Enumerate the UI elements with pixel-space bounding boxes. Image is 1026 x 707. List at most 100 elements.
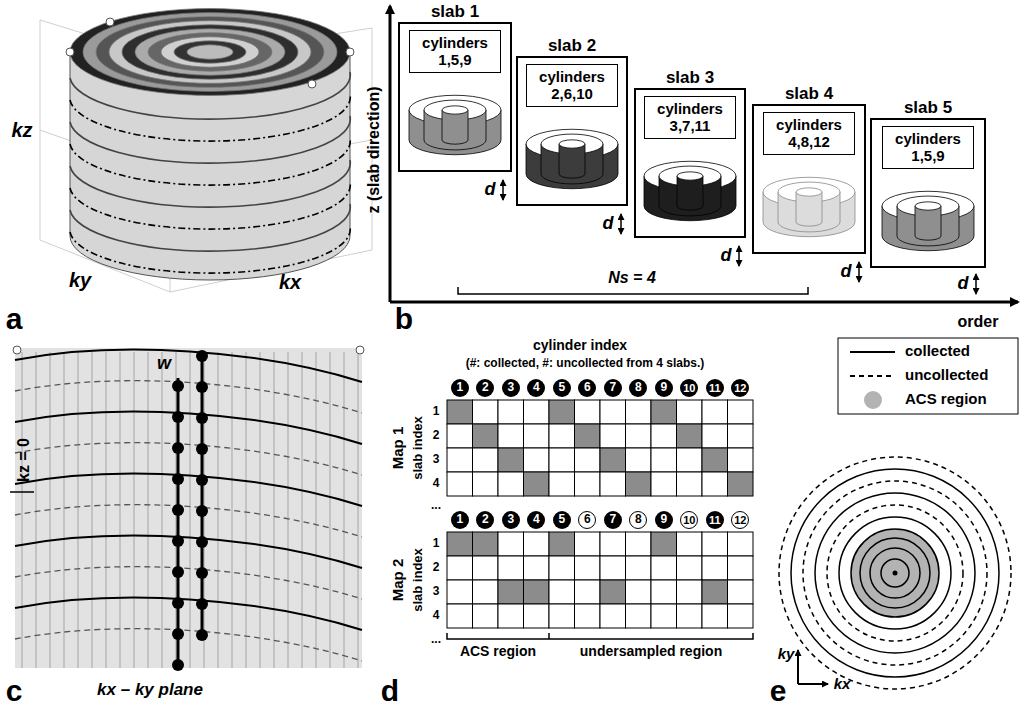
map-cell <box>498 604 524 628</box>
cylinder-list: cylinders 4,8,12 <box>763 112 855 155</box>
grid-line <box>64 352 65 668</box>
map-cell <box>728 532 754 556</box>
ring <box>803 481 987 665</box>
dimension: d <box>958 274 969 294</box>
map-cell <box>575 532 601 556</box>
axis <box>389 6 392 302</box>
map-cell <box>447 448 473 472</box>
cylinder-top <box>442 106 468 114</box>
grid-line <box>78 352 79 668</box>
row-label: 1 <box>433 405 440 418</box>
map-cell <box>728 400 754 424</box>
dimension: d <box>841 262 852 282</box>
map-cell <box>473 556 499 580</box>
slab-box: slab 5cylinders 1,5,9 <box>870 118 986 268</box>
row-label: 3 <box>433 453 440 466</box>
row-label: 2 <box>433 561 440 574</box>
marker-dot <box>346 48 354 56</box>
map-cell <box>600 580 626 604</box>
map-title: Map 2 <box>390 559 407 602</box>
cylinder-index: 12 <box>731 511 749 529</box>
sample-dot <box>172 504 184 516</box>
grid-line <box>120 352 121 668</box>
map-cell <box>473 532 499 556</box>
grid-line <box>358 352 359 668</box>
map-cell <box>728 472 754 496</box>
legend-line <box>850 351 895 353</box>
ring <box>791 469 999 677</box>
row-label: 4 <box>433 609 440 622</box>
slab-title: slab 2 <box>518 36 626 56</box>
helix-line <box>15 412 362 444</box>
ring <box>860 538 930 608</box>
map-cell <box>626 532 652 556</box>
sample-dot <box>196 381 208 393</box>
axis <box>390 301 1018 304</box>
ring <box>187 45 233 59</box>
cylinder-top <box>677 172 703 180</box>
helix-line <box>15 567 362 599</box>
panel-letter: a <box>6 302 23 335</box>
map-cell <box>498 472 524 496</box>
tick <box>10 491 34 493</box>
grid-line <box>148 352 149 668</box>
sample-dot <box>172 597 184 609</box>
map-cell <box>498 532 524 556</box>
panel-letter: e <box>770 674 787 707</box>
marker-dot <box>106 18 114 26</box>
map-cell <box>728 556 754 580</box>
cylinder-index: 10 <box>680 379 698 397</box>
map-cell <box>524 472 550 496</box>
cylinder-index: 8 <box>629 379 647 397</box>
cylinder-top <box>915 202 941 210</box>
readout-line <box>201 352 204 640</box>
grid-line <box>274 352 275 668</box>
cylinder-index: 2 <box>476 511 494 529</box>
axis-label: kz = 0 <box>15 438 33 482</box>
map-cell <box>549 556 575 580</box>
bracket <box>458 287 808 294</box>
map-cell <box>702 424 728 448</box>
map-cell <box>600 604 626 628</box>
ring <box>815 493 975 653</box>
slab-title: slab 4 <box>754 84 864 104</box>
map-cell <box>626 556 652 580</box>
panel-letter: c <box>6 674 23 707</box>
slab-title: slab 1 <box>400 2 510 22</box>
helix-line <box>70 94 350 141</box>
cylinder-index: 11 <box>706 379 724 397</box>
map-cell <box>447 532 473 556</box>
axis-title: kx – ky plane <box>97 681 203 700</box>
ring <box>148 33 272 71</box>
cylinder-index: 11 <box>706 511 724 529</box>
map-cell <box>600 448 626 472</box>
grid-line <box>190 352 191 668</box>
grid-line <box>344 352 345 668</box>
ring <box>839 517 951 629</box>
map-cell <box>549 400 575 424</box>
map-cell <box>473 400 499 424</box>
row-label: 4 <box>433 477 440 490</box>
region-label: ACS region <box>460 644 536 659</box>
map-cell <box>498 556 524 580</box>
dimension: d <box>485 180 496 200</box>
helix-line <box>15 443 362 475</box>
sample-dot <box>172 628 184 640</box>
grid-line <box>302 352 303 668</box>
cylinder-side <box>915 206 941 240</box>
grid-line <box>316 352 317 668</box>
slab-box: slab 4cylinders 4,8,12 <box>752 104 866 254</box>
map-cell <box>447 580 473 604</box>
cylinder-side <box>796 192 822 226</box>
map-cell <box>524 400 550 424</box>
cylinder-index: 8 <box>629 511 647 529</box>
cylinder-icon <box>754 170 864 248</box>
cylinder-index: 10 <box>680 511 698 529</box>
cylinder-index: 4 <box>527 379 545 397</box>
slab-box: slab 2cylinders 2,6,10 <box>516 56 628 206</box>
ring <box>161 37 259 67</box>
helix-line <box>15 598 362 630</box>
map-cell <box>600 472 626 496</box>
sample-dot <box>196 567 208 579</box>
map-cell <box>549 580 575 604</box>
